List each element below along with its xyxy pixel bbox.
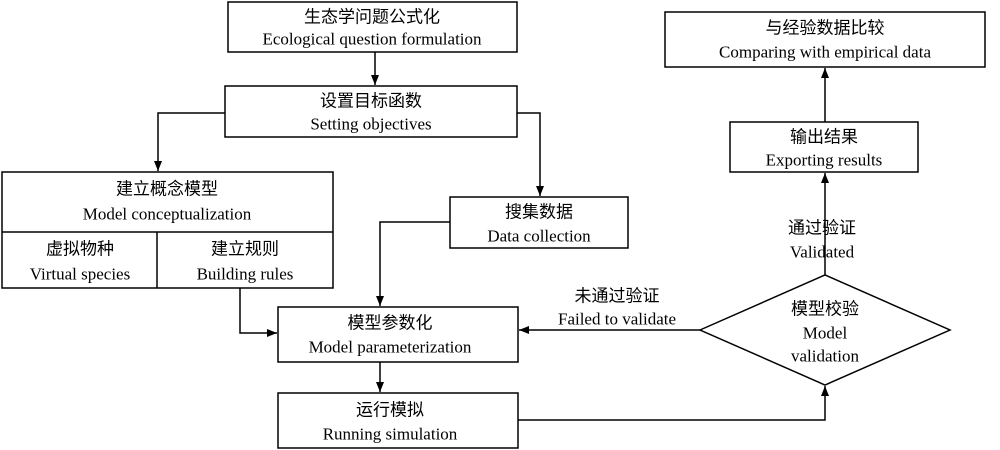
node-parameterization-en: Model parameterization <box>309 338 472 357</box>
node-virtual-species-en: Virtual species <box>30 265 130 284</box>
node-question-en: Ecological question formulation <box>262 30 482 49</box>
edge-label-failed-en: Failed to validate <box>558 310 676 329</box>
node-exporting-en: Exporting results <box>766 151 883 170</box>
node-comparing-empirical: 与经验数据比较 Comparing with empirical data <box>664 11 986 68</box>
node-model-validation: 模型校验 Model validation <box>698 274 952 386</box>
node-question-zh: 生态学问题公式化 <box>304 8 440 27</box>
node-model-conceptualization: 建立概念模型 Model conceptualization 虚拟物种 Virt… <box>1 171 334 289</box>
node-validation-en-line1: Model <box>803 324 848 343</box>
edge-label-failed-zh: 未通过验证 <box>575 287 660 306</box>
node-running-simulation: 运行模拟 Running simulation <box>277 392 519 449</box>
node-validation-zh: 模型校验 <box>791 300 859 319</box>
node-comparing-zh: 与经验数据比较 <box>766 19 885 38</box>
node-exporting-zh: 输出结果 <box>790 128 858 147</box>
edge-simulation-to-validation <box>518 386 829 421</box>
edge-data-collection-to-parameterization <box>376 221 450 306</box>
edge-rules-to-parameterization <box>239 288 277 337</box>
node-data-collection-en: Data collection <box>487 227 591 246</box>
node-conceptualization-zh: 建立概念模型 <box>116 179 218 199</box>
edge-label-validated-en: Validated <box>790 243 855 262</box>
node-conceptualization-en: Model conceptualization <box>83 205 252 224</box>
node-parameterization-zh: 模型参数化 <box>348 314 433 333</box>
node-building-rules-zh: 建立规则 <box>211 240 279 259</box>
node-question-formulation: 生态学问题公式化 Ecological question formulation <box>227 1 518 53</box>
node-validation-en-line2: validation <box>791 347 859 366</box>
node-model-parameterization: 模型参数化 Model parameterization <box>277 306 519 363</box>
node-exporting-results: 输出结果 Exporting results <box>729 121 919 173</box>
node-comparing-en: Comparing with empirical data <box>719 43 931 62</box>
node-objectives-zh: 设置目标函数 <box>320 92 422 111</box>
edge-objectives-to-conceptualization <box>154 112 225 171</box>
edge-label-validated-zh: 通过验证 <box>788 219 856 238</box>
node-data-collection-zh: 搜集数据 <box>505 203 573 222</box>
node-simulation-zh: 运行模拟 <box>356 401 424 420</box>
node-setting-objectives: 设置目标函数 Setting objectives <box>224 85 518 138</box>
node-simulation-en: Running simulation <box>323 425 458 444</box>
edge-objectives-to-data-collection <box>517 112 544 196</box>
node-objectives-en: Setting objectives <box>310 115 431 134</box>
node-building-rules-en: Building rules <box>197 265 294 284</box>
node-virtual-species-zh: 虚拟物种 <box>46 240 114 259</box>
node-data-collection: 搜集数据 Data collection <box>449 196 629 249</box>
